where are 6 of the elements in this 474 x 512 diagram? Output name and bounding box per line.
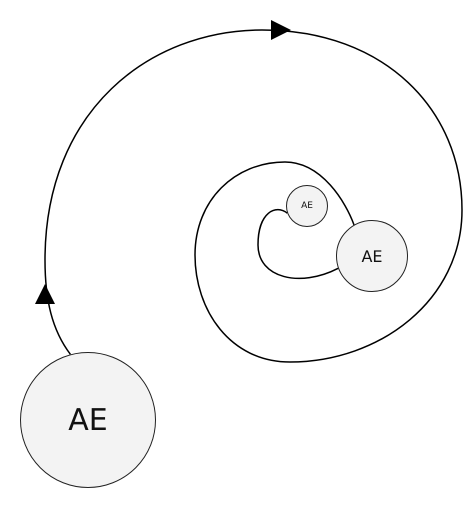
spiral-arrow: [35, 20, 463, 363]
node-label: AE: [68, 402, 108, 438]
circle-node: [286, 185, 328, 227]
connector-line: [257, 208, 338, 280]
node-label: AE: [361, 246, 383, 266]
node-label: AE: [301, 201, 313, 211]
